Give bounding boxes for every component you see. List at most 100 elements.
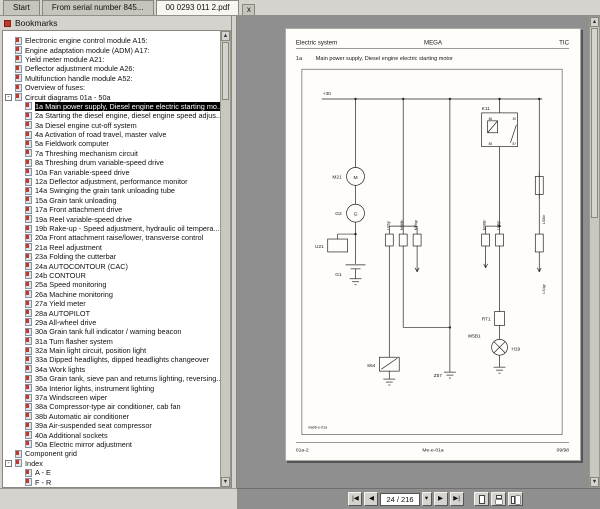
- label-pin30: 30: [512, 117, 516, 121]
- scroll-down-icon[interactable]: ▼: [221, 477, 230, 487]
- bookmark-icon: [15, 64, 22, 73]
- viewer-scrollbar-thumb[interactable]: [591, 28, 598, 218]
- bookmark-label: 17a Front attachment drive: [35, 205, 123, 215]
- bookmark-label: 10a Fan variable-speed drive: [35, 167, 130, 177]
- bookmark-item[interactable]: 7a Threshing mechanism circuit: [3, 149, 220, 158]
- tab-start[interactable]: Start: [3, 0, 40, 15]
- bookmark-item[interactable]: 37a Windscreen wiper: [3, 393, 220, 402]
- bookmarks-scrollbar-thumb[interactable]: [222, 42, 229, 100]
- single-page-view-icon[interactable]: [473, 492, 489, 506]
- bookmark-item[interactable]: F - R: [3, 477, 220, 487]
- bookmark-item[interactable]: 19b Rake-up - Speed adjustment, hydrauli…: [3, 224, 220, 233]
- bookmark-item[interactable]: 40a Additional sockets: [3, 430, 220, 440]
- first-page-button[interactable]: |◀: [348, 492, 363, 506]
- scroll-up-icon[interactable]: ▲: [221, 31, 230, 41]
- bookmark-item[interactable]: 38b Automatic air conditioner: [3, 412, 220, 421]
- bookmark-item[interactable]: 10a Fan variable-speed drive: [3, 167, 220, 177]
- bookmark-label: 38b Automatic air conditioner: [35, 411, 130, 421]
- facing-pages-view-icon[interactable]: [507, 492, 523, 506]
- bookmark-item[interactable]: 28a AUTOPILOT: [3, 308, 220, 318]
- bookmark-icon: [15, 83, 22, 92]
- bookmark-label: 21a Reel adjustment: [35, 242, 102, 252]
- bookmark-item[interactable]: A - E: [3, 468, 220, 477]
- bookmark-label: 33a Dipped headlights, dipped headlights…: [35, 355, 210, 365]
- bookmark-label: 19a Reel variable-speed drive: [35, 214, 132, 224]
- continuous-view-icon[interactable]: [490, 492, 506, 506]
- bookmark-item[interactable]: 50a Electric mirror adjustment: [3, 440, 220, 449]
- bookmark-item[interactable]: 35a Grain tank, sieve pan and returns li…: [3, 374, 220, 383]
- bookmark-item[interactable]: - Circuit diagrams 01a - 50a: [3, 92, 220, 102]
- expander-icon[interactable]: -: [5, 459, 12, 467]
- bookmark-item[interactable]: 26a Machine monitoring: [3, 290, 220, 299]
- page-dropdown-button[interactable]: ▾: [421, 492, 432, 506]
- bookmark-item[interactable]: Electronic engine control module A15:: [3, 36, 220, 45]
- bookmark-item[interactable]: 15a Grain tank unloading: [3, 196, 220, 205]
- bookmark-item[interactable]: Engine adaptation module (ADM) A17:: [3, 45, 220, 55]
- last-page-button[interactable]: ▶|: [449, 492, 464, 506]
- bookmark-item[interactable]: 38a Compressor-type air conditioner, cab…: [3, 402, 220, 411]
- bookmark-item[interactable]: 4a Activation of road travel, master val…: [3, 130, 220, 139]
- bookmark-item[interactable]: 27a Yield meter: [3, 299, 220, 308]
- schematic-page: Electric system MEGA TIC 1a Main power s…: [295, 39, 570, 454]
- bookmark-icon: [25, 121, 32, 130]
- bookmark-item[interactable]: 39a Air-suspended seat compressor: [3, 421, 220, 430]
- bookmark-item[interactable]: 24b CONTOUR: [3, 271, 220, 280]
- bookmark-item[interactable]: 2a Starting the diesel engine, diesel en…: [3, 111, 220, 120]
- bookmark-item[interactable]: 8a Threshing drum variable-speed drive: [3, 158, 220, 167]
- bookmarks-scrollbar[interactable]: ▲ ▼: [220, 30, 231, 488]
- bookmark-item[interactable]: 17a Front attachment drive: [3, 205, 220, 214]
- bookmark-icon: [25, 102, 32, 111]
- bookmark-item[interactable]: 30a Grain tank full indicator / warning …: [3, 327, 220, 336]
- tab-from-serial-number[interactable]: From serial number 845...: [41, 0, 154, 15]
- bookmark-item[interactable]: 12a Deflector adjustment, performance mo…: [3, 177, 220, 186]
- next-page-button[interactable]: ▶: [433, 492, 448, 506]
- bookmark-icon: [25, 431, 32, 440]
- bookmark-icon: [25, 384, 32, 393]
- bookmark-item[interactable]: 1a Main power supply, Diesel engine elec…: [3, 101, 220, 111]
- bookmark-item[interactable]: - Index: [3, 459, 220, 468]
- label-s64: S64: [367, 363, 376, 369]
- viewer-scroll-up-icon[interactable]: ▲: [590, 17, 599, 27]
- cable-w5b1: W5B1: [468, 333, 481, 339]
- page-indicator[interactable]: 24 / 216: [380, 492, 420, 506]
- bookmark-item[interactable]: Multifunction handle module A52:: [3, 74, 220, 83]
- bookmark-item[interactable]: 29a All-wheel drive: [3, 318, 220, 327]
- bookmark-icon: [15, 55, 22, 64]
- bookmark-item[interactable]: Component grid: [3, 449, 220, 458]
- bookmark-item[interactable]: 32a Main light circuit, position light: [3, 346, 220, 355]
- tab-pdf-document[interactable]: 00 0293 011 2.pdf: [155, 0, 240, 15]
- bookmark-item[interactable]: 36a Interior lights, instrument lighting: [3, 383, 220, 393]
- drawing-reference: ma06-e-01a: [308, 426, 327, 430]
- prev-page-button[interactable]: ◀: [364, 492, 379, 506]
- bookmark-icon: [25, 262, 32, 271]
- panel-splitter[interactable]: [232, 16, 237, 488]
- bookmark-label: A - E: [35, 468, 51, 478]
- bookmark-item[interactable]: Overview of fuses:: [3, 83, 220, 92]
- bookmark-item[interactable]: 33a Dipped headlights, dipped headlights…: [3, 355, 220, 364]
- viewer-scroll-down-icon[interactable]: ▼: [590, 477, 599, 487]
- bookmark-item[interactable]: 25a Speed monitoring: [3, 280, 220, 289]
- bookmark-item[interactable]: 3a Diesel engine cut-off system: [3, 121, 220, 130]
- bookmark-item[interactable]: 31a Turn flasher system: [3, 337, 220, 346]
- label-w5b1: W5B1: [468, 333, 481, 339]
- bookmark-item[interactable]: Yield meter module A21:: [3, 55, 220, 64]
- bookmark-icon: [25, 318, 32, 327]
- footer-left: 01a-2: [296, 448, 309, 454]
- bookmark-item[interactable]: Deflector adjustment module A26:: [3, 64, 220, 73]
- bookmark-item[interactable]: 20a Front attachment raise/lower, transv…: [3, 233, 220, 242]
- viewer-scrollbar[interactable]: ▲ ▼: [589, 16, 600, 488]
- bookmark-item[interactable]: 23a Folding the cutterbar: [3, 252, 220, 261]
- expander-icon[interactable]: -: [5, 93, 12, 101]
- bookmark-item[interactable]: 21a Reel adjustment: [3, 243, 220, 252]
- label-wire-mf6gr: MF6gr: [414, 219, 418, 230]
- bookmark-item[interactable]: 24a AUTOCONTOUR (CAC): [3, 261, 220, 271]
- close-tab-button[interactable]: x: [242, 4, 256, 15]
- bookmark-item[interactable]: 14a Swinging the grain tank unloading tu…: [3, 186, 220, 195]
- bookmarks-panel: Bookmarks Electronic engine control modu…: [0, 16, 232, 488]
- bookmark-icon: [25, 224, 32, 233]
- section-number: 1a: [296, 56, 303, 62]
- connector-row-left: LS5gr M08Br MF6gr: [384, 98, 450, 328]
- bookmark-item[interactable]: 5a Fieldwork computer: [3, 139, 220, 148]
- bookmark-item[interactable]: 19a Reel variable-speed drive: [3, 214, 220, 224]
- bookmark-item[interactable]: 34a Work lights: [3, 365, 220, 374]
